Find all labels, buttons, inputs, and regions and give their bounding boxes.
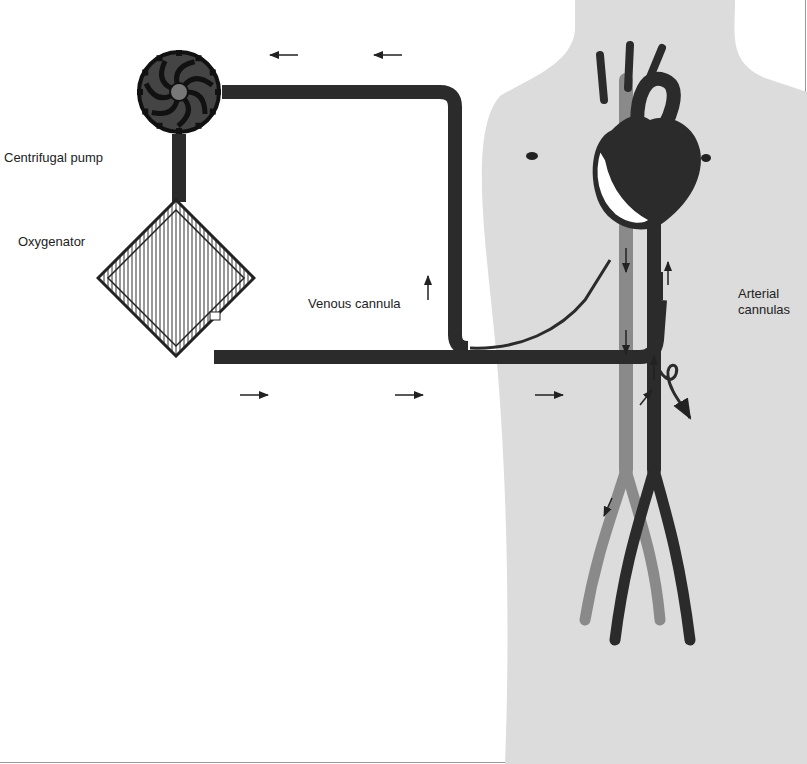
part-label: Arterial cannulas bbox=[738, 286, 800, 319]
nipple bbox=[701, 154, 711, 162]
distal-perfusion-line bbox=[656, 360, 690, 418]
part-label: Venous cannula bbox=[308, 296, 428, 312]
oxygenator: Oxygenator bbox=[96, 198, 256, 358]
arterial-cannula-tip bbox=[657, 272, 663, 300]
tube-connector bbox=[172, 134, 186, 202]
flow-arrow bbox=[240, 55, 668, 516]
pump-icon bbox=[133, 46, 225, 138]
arterial-tube bbox=[214, 300, 660, 357]
nipple bbox=[526, 152, 538, 160]
venous-cannula-tip bbox=[470, 260, 610, 348]
heart bbox=[593, 116, 701, 230]
body-silhouette bbox=[482, 0, 807, 764]
venous-tube bbox=[222, 92, 468, 348]
heart-chamber bbox=[596, 150, 650, 224]
part-label: Oxygenator bbox=[18, 234, 85, 250]
part-label: Centrifugal pump bbox=[4, 150, 103, 166]
centrifugal-pump: Centrifugal pump bbox=[133, 46, 225, 138]
oxygenator-icon bbox=[96, 198, 256, 358]
